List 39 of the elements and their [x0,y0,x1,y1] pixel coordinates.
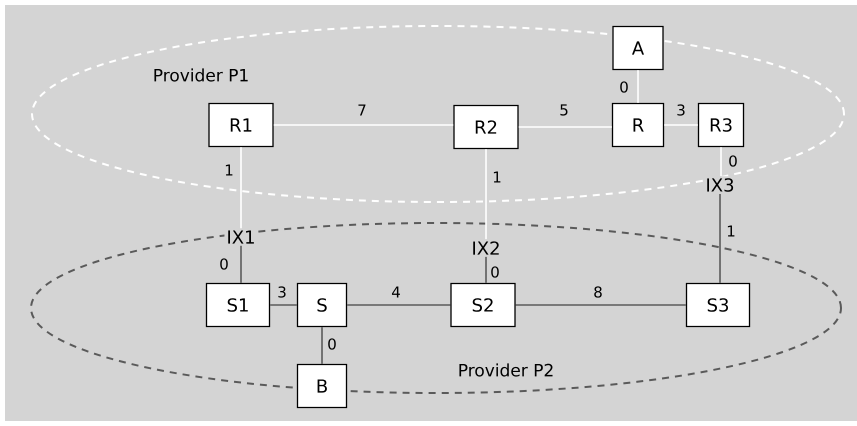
link-line [485,149,487,240]
edge-label: 0 [489,265,501,279]
exchange-label: IX2 [469,239,503,257]
exchange-label: IX3 [703,176,737,194]
router-box: S [296,282,348,328]
link-line [485,256,487,283]
edge-label: 4 [390,286,402,298]
router-box: B [296,364,348,408]
edge-label: 5 [558,103,570,117]
link-line [274,124,454,126]
router-box: S2 [450,282,516,328]
link-line [270,304,297,306]
router-box: R [612,102,664,148]
edge-label: 1 [223,164,235,176]
router-box: R3 [698,102,744,148]
edge-label: 1 [491,170,503,184]
edge-label: 0 [326,337,338,351]
router-box: S3 [686,282,750,328]
link-line [720,147,722,176]
router-box: R2 [453,104,519,150]
link-line [240,147,242,228]
router-box: R1 [208,102,274,148]
edge-label: 0 [618,80,630,94]
link-line [637,70,639,103]
edge-label: 3 [675,103,687,117]
link-line [240,246,242,283]
link-line [321,327,323,364]
edge-label: 1 [725,224,737,238]
edge-label: 3 [276,285,288,299]
edge-label: 8 [592,285,604,299]
router-box: S1 [206,282,270,328]
link-line [664,124,698,126]
edge-label: 0 [218,257,230,271]
link-line [719,194,721,283]
edge-label: 0 [727,154,739,168]
link-line [516,304,686,306]
edge-label: 7 [356,104,368,116]
link-line [347,304,450,306]
link-line [518,126,612,128]
